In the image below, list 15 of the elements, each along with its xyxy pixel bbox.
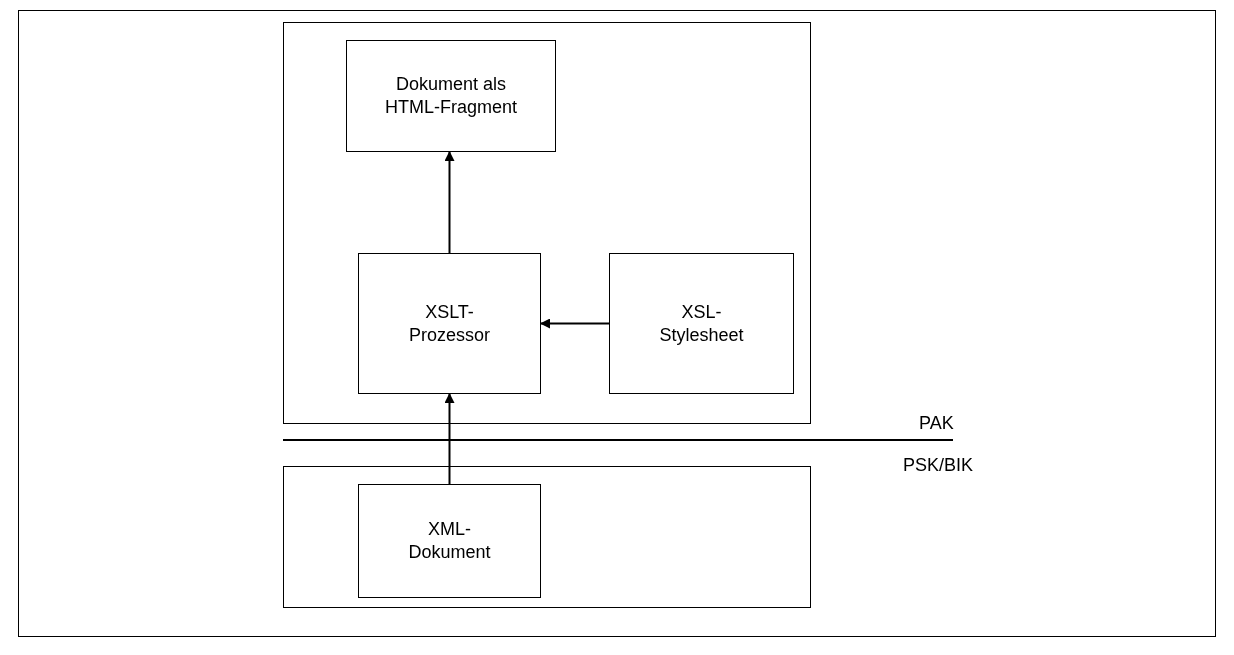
node-label: XSL-Stylesheet (659, 300, 744, 347)
node-label: Dokument als HTML-Fragment (384, 73, 518, 119)
container-box (283, 466, 811, 608)
process-box (358, 253, 541, 394)
document-box (609, 253, 794, 394)
node-label: XML-Dokument (408, 518, 491, 564)
arrow (540, 318, 610, 329)
container-box (283, 22, 811, 424)
arrow (444, 393, 455, 485)
document-box (358, 484, 541, 598)
document-box (346, 40, 556, 152)
node-label: XSLT-Prozessor (409, 300, 490, 347)
layer-label: PSK/BIK (903, 455, 974, 476)
arrow (444, 151, 455, 254)
layer-label: PAK (919, 413, 954, 434)
